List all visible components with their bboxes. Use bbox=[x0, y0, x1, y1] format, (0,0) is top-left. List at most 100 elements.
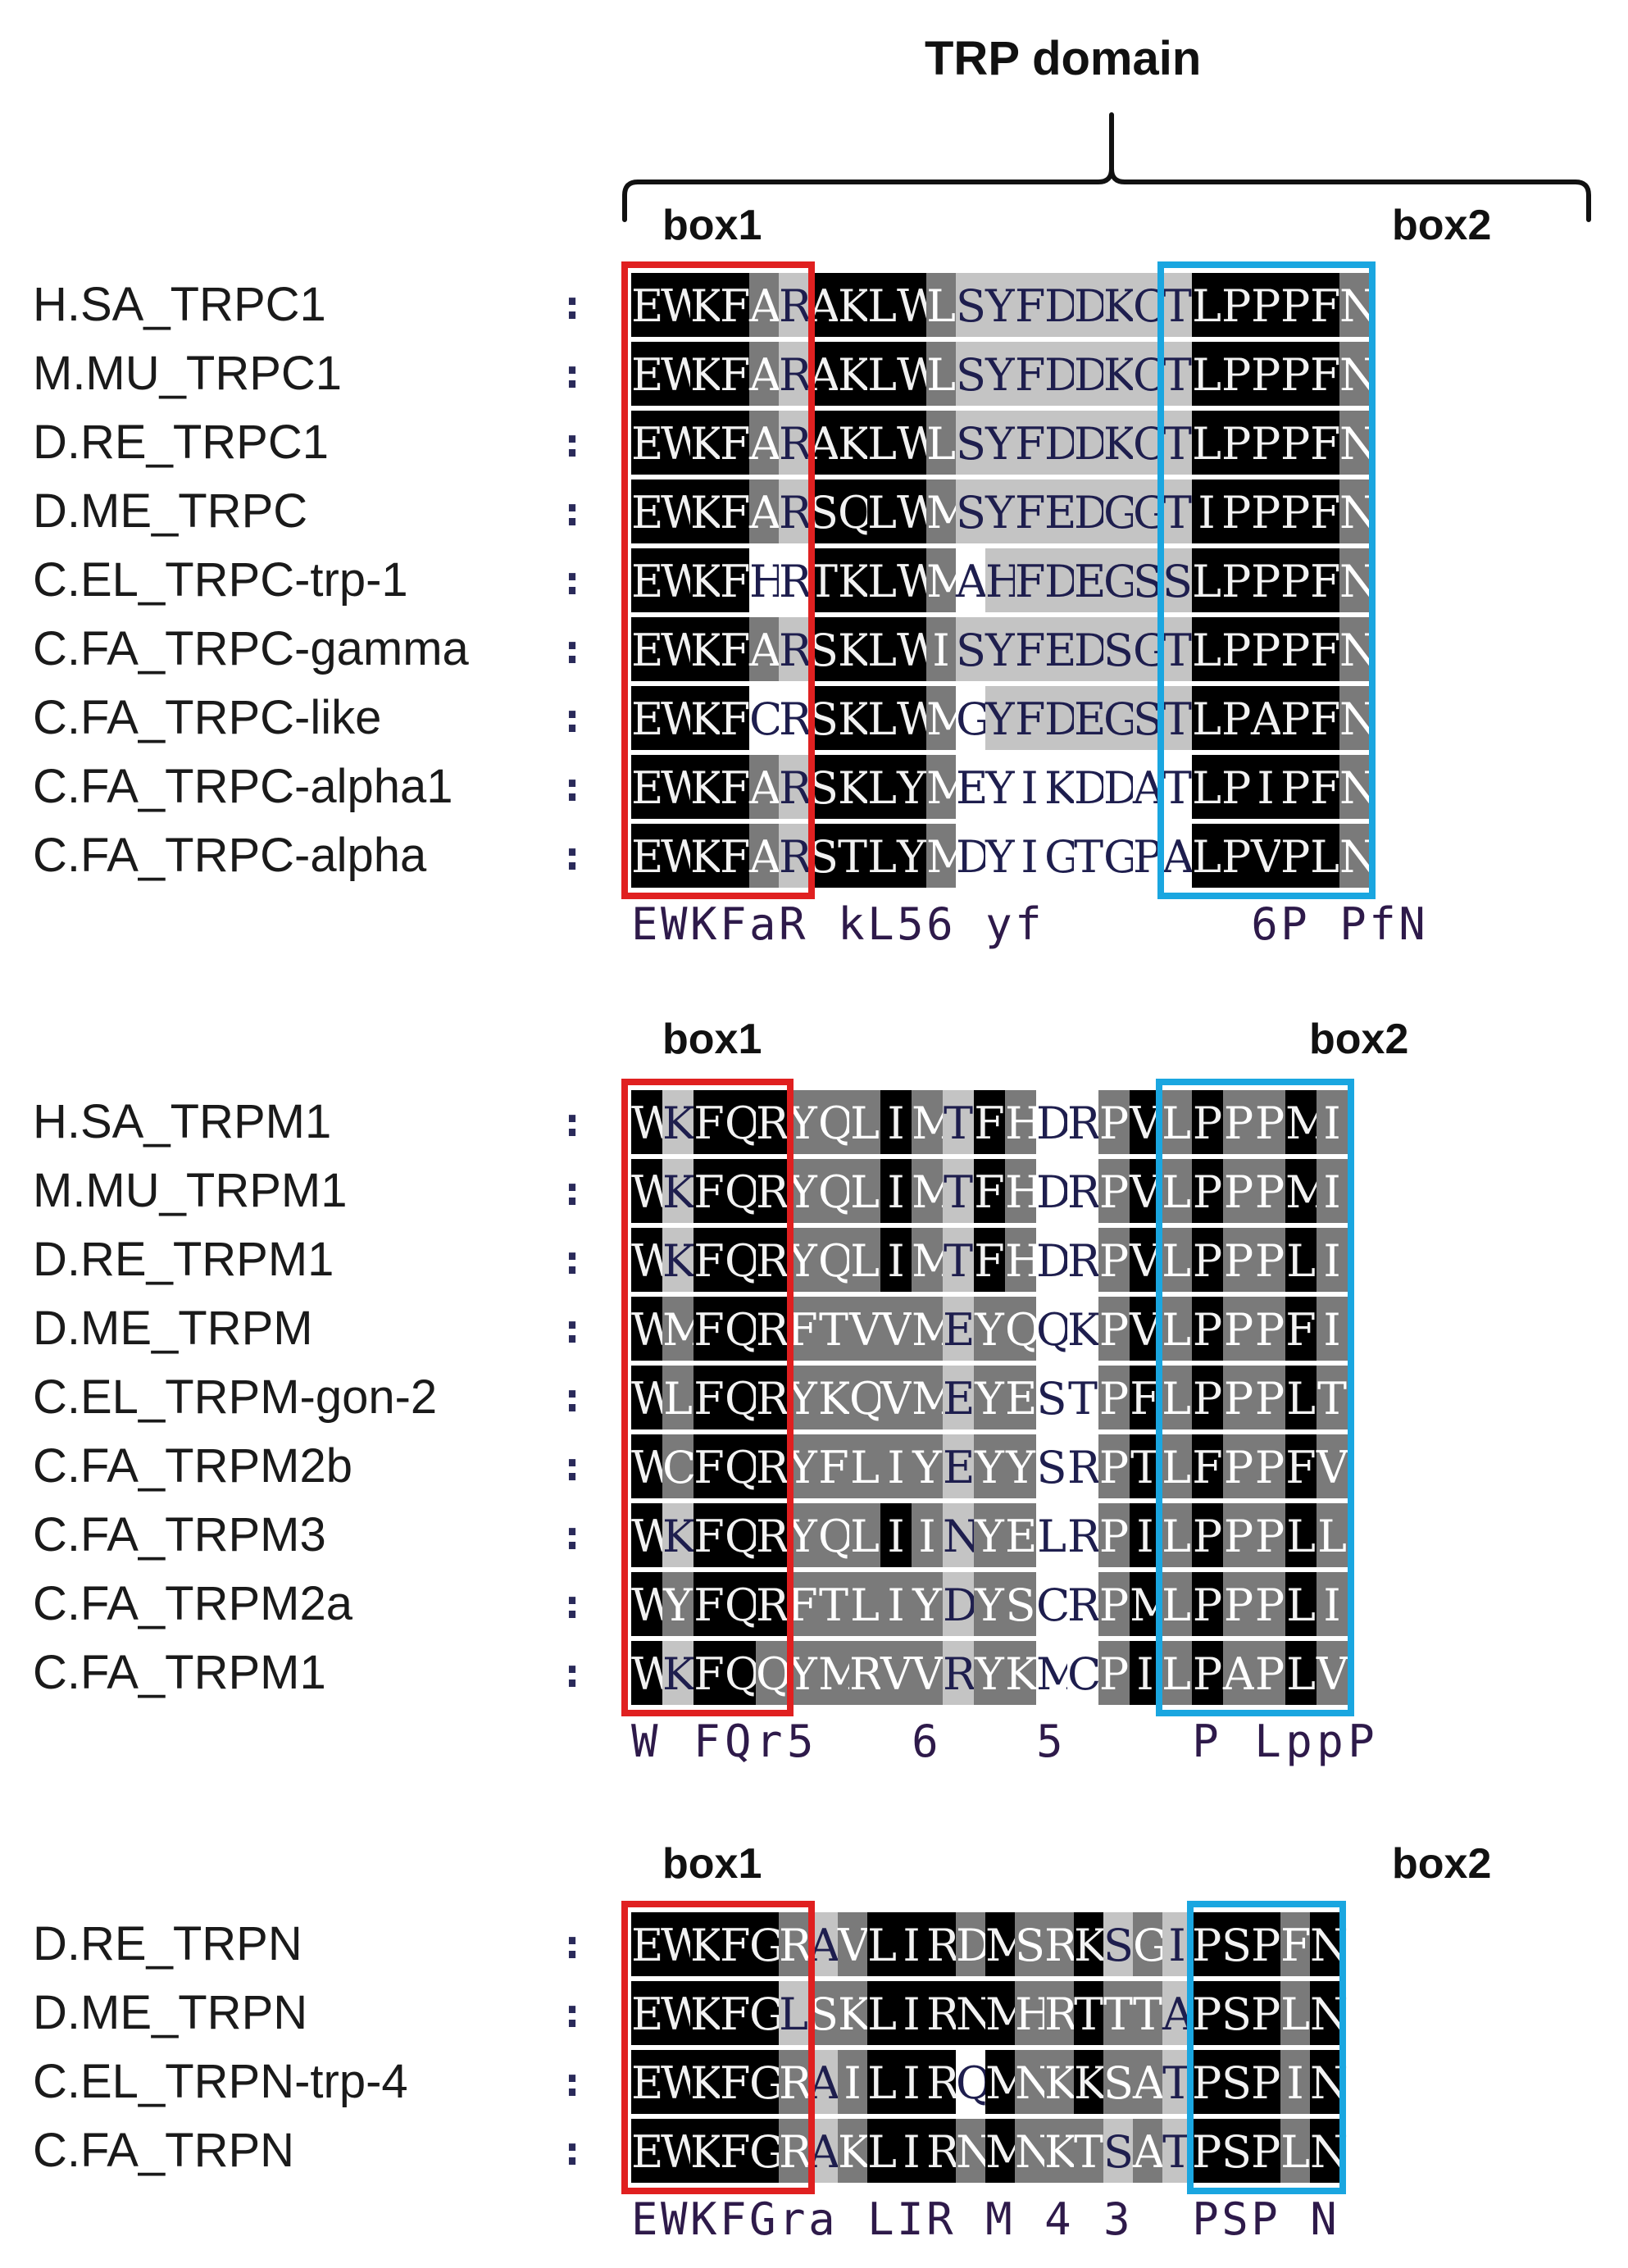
residue: F bbox=[693, 1648, 725, 1700]
residue: T bbox=[1162, 693, 1193, 745]
residue-cell: F bbox=[974, 1159, 1005, 1223]
residue-cell: F bbox=[720, 2119, 751, 2183]
residue-cell: Q bbox=[725, 1159, 761, 1223]
residue-cell: M bbox=[912, 1228, 957, 1292]
residue: T bbox=[1074, 1988, 1104, 2040]
residue-cell: H bbox=[1005, 1090, 1044, 1154]
residue-cell: E bbox=[1074, 548, 1106, 612]
residue-cell: Y bbox=[897, 755, 926, 819]
residue-cell: Y bbox=[985, 686, 1015, 750]
residue-cell: W bbox=[897, 548, 943, 612]
residue-cell: R bbox=[779, 686, 812, 750]
residue: L bbox=[867, 693, 897, 745]
residue: R bbox=[756, 1166, 789, 1218]
residue-cell: G bbox=[1103, 686, 1139, 750]
residue-cell: F bbox=[1310, 548, 1340, 612]
row-separator: : bbox=[560, 557, 585, 604]
residue: P bbox=[1098, 1373, 1130, 1425]
residue: S bbox=[956, 625, 986, 676]
residue: D bbox=[1036, 1166, 1072, 1218]
residue: P bbox=[1251, 280, 1281, 332]
residue: A bbox=[956, 556, 988, 607]
residue-cell: R bbox=[1067, 1228, 1101, 1292]
residue-cell: T bbox=[1162, 686, 1192, 750]
residue-cell: I bbox=[1015, 824, 1044, 888]
residue: P bbox=[1098, 1442, 1130, 1493]
residue: Q bbox=[838, 487, 875, 539]
residue-cell: N bbox=[1339, 273, 1378, 337]
residue-cell: P bbox=[1280, 824, 1310, 888]
residue: L bbox=[1192, 418, 1221, 470]
residue-cell: M bbox=[926, 480, 971, 543]
row-separator: : bbox=[560, 832, 585, 879]
residue-cell: M bbox=[926, 755, 971, 819]
residue-cell: Y bbox=[1005, 1434, 1036, 1498]
residue: P bbox=[1192, 1511, 1223, 1562]
residue: R bbox=[779, 487, 812, 539]
residue-cell: L bbox=[867, 342, 897, 406]
residue-cell: R bbox=[926, 1981, 960, 2045]
residue-cell: K bbox=[838, 2119, 871, 2183]
residue-cell: A bbox=[1162, 824, 1194, 888]
residue: F bbox=[1310, 625, 1341, 676]
residue: D bbox=[1044, 349, 1080, 401]
residue-cell: L bbox=[1285, 1503, 1316, 1567]
residue-cell: L bbox=[849, 1159, 880, 1223]
residue-cell: Q bbox=[725, 1297, 761, 1361]
residue: Y bbox=[975, 1442, 1004, 1493]
residue-cell: R bbox=[779, 2050, 812, 2114]
residue-cell: E bbox=[631, 480, 663, 543]
residue-cell: F bbox=[693, 1159, 725, 1223]
row-separator: : bbox=[560, 625, 585, 673]
row-separator: : bbox=[560, 1989, 585, 2037]
residue-cell: M bbox=[985, 2119, 1030, 2183]
residue-cell: L bbox=[1161, 1434, 1192, 1498]
residue: K bbox=[838, 625, 871, 676]
residue-cell: P bbox=[1251, 2050, 1280, 2114]
residue-cell: P bbox=[1254, 1641, 1285, 1705]
residue-cell: P bbox=[1098, 1503, 1130, 1567]
residue-cell: Y bbox=[974, 1572, 1005, 1636]
residue-cell: S bbox=[1015, 1912, 1045, 1976]
residue-cell: P bbox=[1223, 1572, 1254, 1636]
residue: G bbox=[956, 693, 992, 745]
residue: L bbox=[867, 762, 897, 814]
residue: T bbox=[1162, 418, 1193, 470]
residue: A bbox=[749, 625, 781, 676]
residue: V bbox=[912, 1648, 944, 1700]
residue: P bbox=[1280, 625, 1311, 676]
row-separator: : bbox=[560, 1098, 585, 1146]
residue-cell: K bbox=[838, 273, 871, 337]
residue-cell: M bbox=[912, 1090, 957, 1154]
residue-cell: I bbox=[912, 1503, 943, 1567]
residue: P bbox=[1098, 1166, 1130, 1218]
residue-cell: K bbox=[662, 1503, 695, 1567]
residue-cell: L bbox=[849, 1572, 880, 1636]
residue-cell: K bbox=[690, 1912, 723, 1976]
residue: F bbox=[720, 418, 751, 470]
residue: C bbox=[749, 693, 784, 745]
residue-cell: K bbox=[690, 273, 723, 337]
residue-cell: F bbox=[720, 411, 751, 475]
residue-cell: K bbox=[662, 1159, 695, 1223]
residue: F bbox=[720, 2126, 751, 2178]
residue: S bbox=[1162, 556, 1193, 607]
residue: P bbox=[1192, 1235, 1223, 1287]
residue-cell: G bbox=[1133, 1912, 1168, 1976]
residue: G bbox=[1103, 693, 1139, 745]
residue: S bbox=[1036, 1442, 1067, 1493]
residue-cell: Y bbox=[912, 1572, 943, 1636]
residue: P bbox=[1192, 1373, 1223, 1425]
residue: S bbox=[1103, 1920, 1134, 1971]
sequence-name: C.FA_TRPC-alpha bbox=[33, 829, 427, 882]
residue: W bbox=[897, 418, 943, 470]
residue-cell: D bbox=[1074, 617, 1109, 681]
residue: P bbox=[1280, 418, 1311, 470]
residue: L bbox=[867, 1920, 897, 1971]
residue-cell: G bbox=[749, 1981, 784, 2045]
residue-cell: S bbox=[956, 411, 986, 475]
residue: L bbox=[1286, 1511, 1316, 1562]
residue-cell: E bbox=[943, 1366, 975, 1429]
residue: R bbox=[1067, 1579, 1101, 1631]
residue: L bbox=[1037, 1511, 1066, 1562]
